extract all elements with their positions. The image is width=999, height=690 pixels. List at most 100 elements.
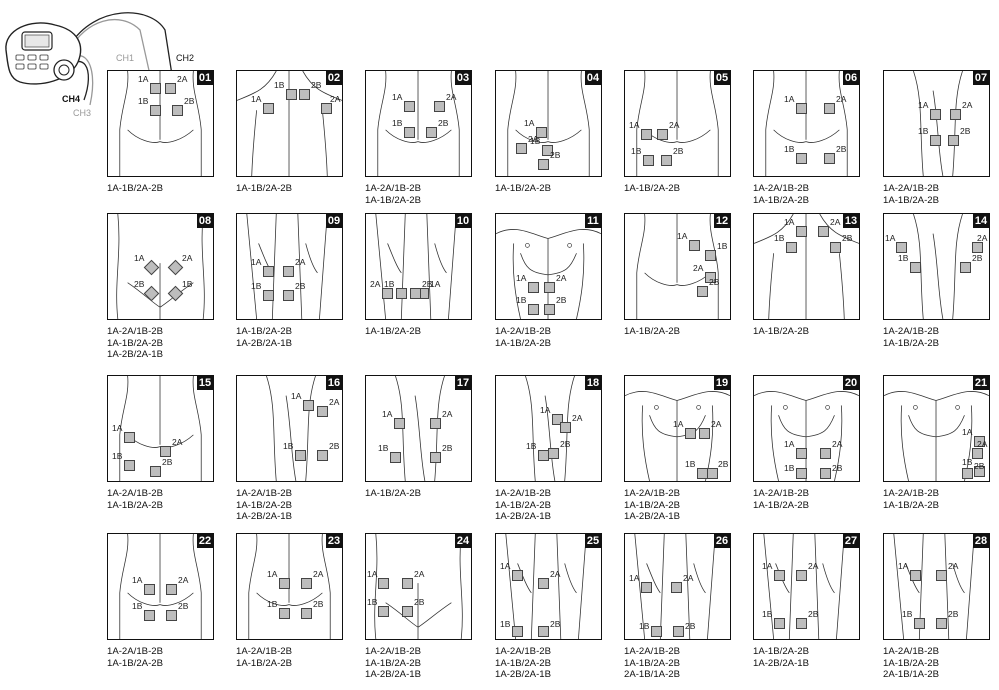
body-outline-icon — [119, 534, 202, 639]
electrode-pad — [144, 610, 155, 621]
electrode-pad — [263, 266, 274, 277]
electrode-pad — [671, 582, 682, 593]
body-outline-icon — [505, 534, 587, 639]
electrode-label: 1A — [784, 94, 795, 104]
electrode-pad — [165, 83, 176, 94]
caption-line: 1A-2A/1B-2B — [236, 646, 292, 657]
electrode-label: 1B — [283, 441, 294, 451]
electrode-label: 2A — [177, 74, 188, 84]
electrode-label: 1B — [962, 457, 973, 467]
electrode-pad — [914, 618, 925, 629]
body-outline-icon — [374, 534, 463, 639]
tens-device-icon — [5, 12, 173, 106]
electrode-label: 1A — [516, 273, 527, 283]
electrode-pad — [321, 103, 332, 114]
electrode-label: 2A — [446, 92, 457, 102]
electrode-pad — [818, 226, 829, 237]
electrode-pad — [124, 432, 135, 443]
electrode-label: 2A — [182, 253, 193, 263]
caption-line: 1A-1B/2A-2B — [365, 326, 421, 337]
caption-line: 1A-1B/2A-2B — [236, 183, 292, 194]
electrode-label: 1B — [392, 118, 403, 128]
ch2-label: CH2 — [176, 53, 195, 63]
electrode-label: 2B — [718, 459, 729, 469]
electrode-pad — [830, 242, 841, 253]
electrode-label: 1B — [639, 621, 650, 631]
caption-line: 1A-2B/2A-1B — [495, 511, 551, 522]
electrode-label: 1A — [291, 391, 302, 401]
electrode-pad — [286, 89, 297, 100]
electrode-pad — [150, 105, 161, 116]
electrode-label: 2B — [178, 601, 189, 611]
electrode-pad — [542, 145, 553, 156]
electrode-label: 2B — [808, 609, 819, 619]
electrode-label: 1A — [430, 279, 441, 289]
electrode-pad — [544, 282, 555, 293]
electrode-label: 2A — [442, 409, 453, 419]
electrode-pad — [166, 610, 177, 621]
figure-caption: 1A-1B/2A-2B — [753, 326, 809, 338]
body-outline-icon — [913, 71, 963, 176]
electrode-label: 2B — [832, 463, 843, 473]
electrode-label: 2B — [960, 126, 971, 136]
electrode-label: 2B — [550, 619, 561, 629]
electrode-label: 2B — [422, 279, 433, 289]
caption-line: 2A-1B/1A-2B — [624, 669, 680, 680]
caption-line: 1A-1B/2A-2B — [753, 499, 809, 511]
caption-line: 1A-1B/2A-2B — [883, 657, 939, 669]
caption-line: 1A-1B/2A-2B — [495, 657, 551, 669]
electrode-label: 1A — [784, 439, 795, 449]
electrode-pad — [512, 570, 523, 581]
electrode-label: 1B — [530, 136, 541, 146]
electrode-label: 2B — [673, 146, 684, 156]
electrode-pad — [317, 406, 328, 417]
electrode-label: 2A — [528, 134, 539, 144]
electrode-label: 1B — [112, 451, 123, 461]
body-outline-icon — [395, 376, 445, 481]
electrode-label: 1A — [251, 257, 262, 267]
electrode-pad — [896, 242, 907, 253]
body-outline-icon — [496, 229, 601, 319]
electrode-label: 2B — [556, 295, 567, 305]
electrode-label: 1A — [112, 423, 123, 433]
electrode-label: 1A — [962, 427, 973, 437]
electrode-pad — [972, 242, 983, 253]
electrode-label: 2A — [977, 233, 988, 243]
caption-line: 1A-1B/2A-2B — [624, 183, 680, 194]
electrode-label: 2A — [830, 217, 841, 227]
electrode-label: 2B — [709, 277, 720, 287]
caption-line: 2A-1B/1A-2B — [883, 669, 939, 680]
caption-line: 1A-2B/2A-1B — [107, 349, 163, 360]
electrode-pad — [160, 446, 171, 457]
figure-number: 21 — [973, 376, 989, 390]
electrode-label: 2B — [329, 441, 340, 451]
figure-number: 17 — [455, 376, 471, 390]
body-outline-icon — [119, 376, 202, 481]
electrode-pad — [796, 103, 807, 114]
electrode-label: 1A — [629, 573, 640, 583]
electrode-pad — [402, 606, 413, 617]
electrode-label: 1A — [392, 92, 403, 102]
electrode-label: 1A — [673, 419, 684, 429]
electrode-label: 1B — [784, 463, 795, 473]
caption-line: 1A-2B/2A-1B — [236, 337, 292, 349]
body-outline-icon — [377, 71, 460, 176]
electrode-pad — [824, 103, 835, 114]
electrode-pad — [707, 468, 718, 479]
body-outline-icon — [763, 534, 845, 639]
body-outline-icon — [754, 391, 859, 481]
figure-number: 04 — [585, 71, 601, 85]
figure-caption: 1A-1B/2A-2B — [107, 183, 163, 195]
electrode-label: 1A — [367, 569, 378, 579]
caption-line: 1A-2B/2A-1B — [753, 657, 809, 669]
caption-line: 1A-1B/2A-2B — [883, 499, 939, 511]
electrode-pad — [796, 226, 807, 237]
electrode-label: 1A — [132, 575, 143, 585]
electrode-pad — [673, 626, 684, 637]
